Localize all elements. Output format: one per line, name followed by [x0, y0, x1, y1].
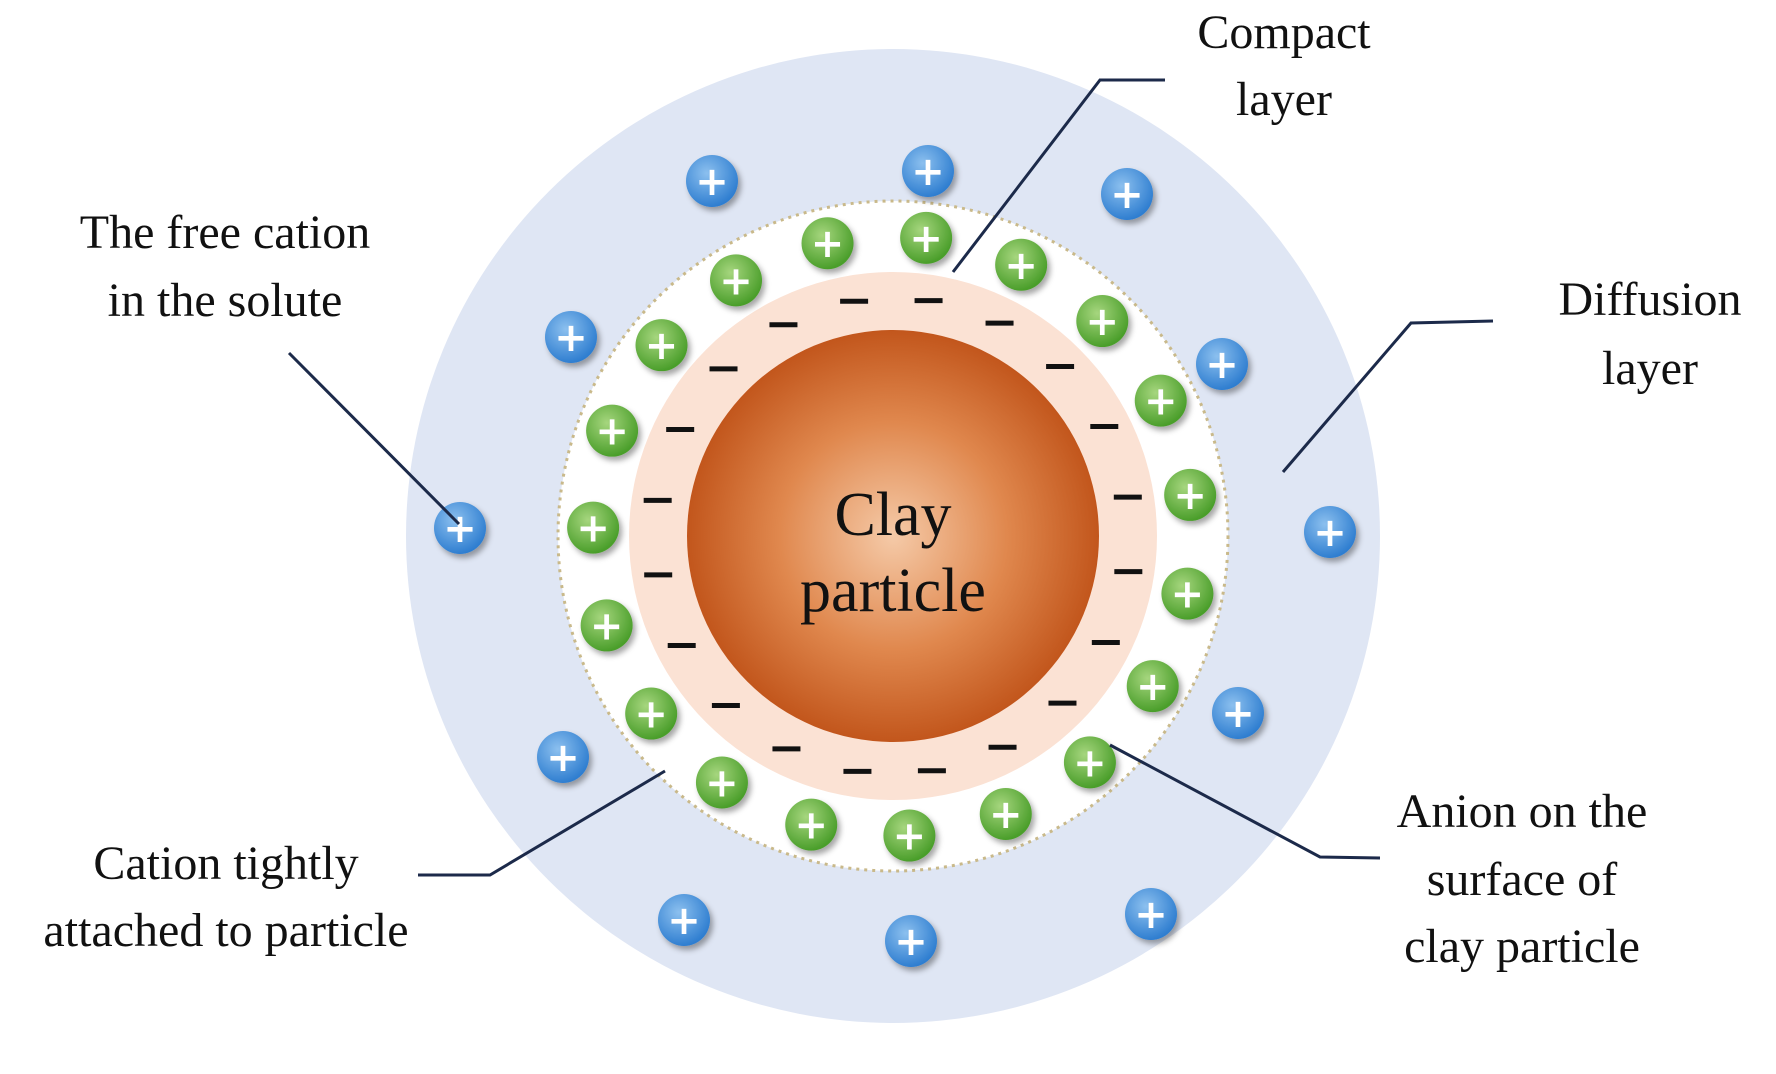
clay-particle: [687, 330, 1099, 742]
tight-cation: +: [785, 798, 838, 851]
svg-text:+: +: [645, 323, 679, 369]
tight-cation: +: [580, 599, 633, 652]
leader-diffusion-layer: [1281, 319, 1494, 473]
svg-text:+: +: [695, 159, 729, 205]
free-cation: +: [902, 145, 954, 197]
free-cation: +: [434, 502, 486, 554]
leader-free-cation: [287, 351, 461, 526]
svg-text:+: +: [554, 315, 588, 361]
svg-text:+: +: [894, 919, 928, 965]
tight-cation: +: [567, 501, 620, 554]
svg-text:+: +: [719, 258, 753, 304]
free-cation: +: [1125, 888, 1177, 940]
svg-text:+: +: [893, 814, 927, 860]
surface-anion-label-line-1: Anion on the: [1397, 785, 1648, 838]
tight-cation: +: [883, 809, 936, 862]
free-cation: +: [1212, 687, 1264, 739]
free-cation: +: [545, 311, 597, 363]
svg-text:+: +: [1134, 892, 1168, 938]
tight-cation: +: [801, 217, 854, 270]
tight-cation: +: [1076, 295, 1129, 348]
svg-text:+: +: [1221, 691, 1255, 737]
tight-cation: +: [625, 687, 678, 740]
svg-text:+: +: [595, 409, 629, 455]
svg-text:+: +: [1205, 342, 1239, 388]
surface-anion-label-line-2: surface of: [1427, 853, 1618, 906]
tight-cation: +: [695, 756, 748, 809]
svg-text:+: +: [1136, 664, 1170, 710]
surface-anions: [643, 298, 1143, 774]
svg-text:+: +: [1004, 243, 1038, 289]
svg-text:+: +: [811, 221, 845, 267]
svg-text:+: +: [634, 692, 668, 738]
diffusion-layer-label-line-1: Diffusion: [1558, 273, 1741, 326]
free-cation: +: [658, 894, 710, 946]
svg-text:+: +: [1073, 740, 1107, 786]
free-cation: +: [1101, 168, 1153, 220]
tight-cation: +: [1161, 567, 1214, 620]
svg-text:+: +: [1173, 473, 1207, 519]
tight-cation: +: [1134, 374, 1187, 427]
svg-text:+: +: [909, 216, 943, 262]
svg-text:+: +: [1313, 510, 1347, 556]
free-cation: +: [1304, 506, 1356, 558]
svg-text:+: +: [989, 792, 1023, 838]
free-cation: +: [1196, 338, 1248, 390]
clay-particle-label-line-2: particle: [800, 557, 986, 625]
tight-cation: +: [979, 788, 1032, 841]
free-cation: +: [537, 731, 589, 783]
tight-cation: +: [995, 238, 1048, 291]
tight-cation: +: [635, 319, 688, 372]
free-cation-label-line-1: The free cation: [80, 206, 370, 259]
free-cation-label-line-2: in the solute: [108, 274, 343, 327]
svg-text:+: +: [1086, 299, 1120, 345]
free-cation: +: [885, 915, 937, 967]
tight-cation: +: [900, 211, 953, 264]
svg-text:+: +: [1110, 172, 1144, 218]
tight-cation: +: [586, 404, 639, 457]
compact-layer-label-line-2: layer: [1236, 73, 1332, 126]
tight-cation: +: [1126, 660, 1179, 713]
tight-cations: +++++++++++++++++++: [567, 211, 1217, 862]
svg-text:+: +: [1171, 572, 1205, 618]
svg-text:+: +: [1144, 379, 1178, 425]
tight-cation-label-line-2: attached to particle: [43, 904, 408, 957]
compact-layer-label-line-1: Compact: [1197, 6, 1371, 59]
svg-text:+: +: [576, 506, 610, 552]
svg-text:+: +: [546, 735, 580, 781]
diffusion-layer-label-line-2: layer: [1602, 342, 1698, 395]
tight-cation: +: [1164, 468, 1217, 521]
tight-cation: +: [1063, 736, 1116, 789]
svg-text:+: +: [705, 760, 739, 806]
free-cation: +: [686, 155, 738, 207]
svg-text:+: +: [667, 898, 701, 944]
tight-cation-label-line-1: Cation tightly: [93, 837, 358, 890]
leader-tight-cation: [418, 769, 666, 877]
svg-text:+: +: [911, 149, 945, 195]
clay-particle-label-line-1: Clay: [834, 481, 951, 549]
svg-text:+: +: [590, 603, 624, 649]
leader-compact-layer: [951, 78, 1165, 273]
svg-text:+: +: [794, 803, 828, 849]
tight-cation: +: [710, 254, 763, 307]
leader-surface-anion: [1109, 743, 1381, 860]
free-cations: + + + + + + + + + + + +: [434, 145, 1356, 967]
surface-anion-label-line-3: clay particle: [1404, 920, 1640, 973]
